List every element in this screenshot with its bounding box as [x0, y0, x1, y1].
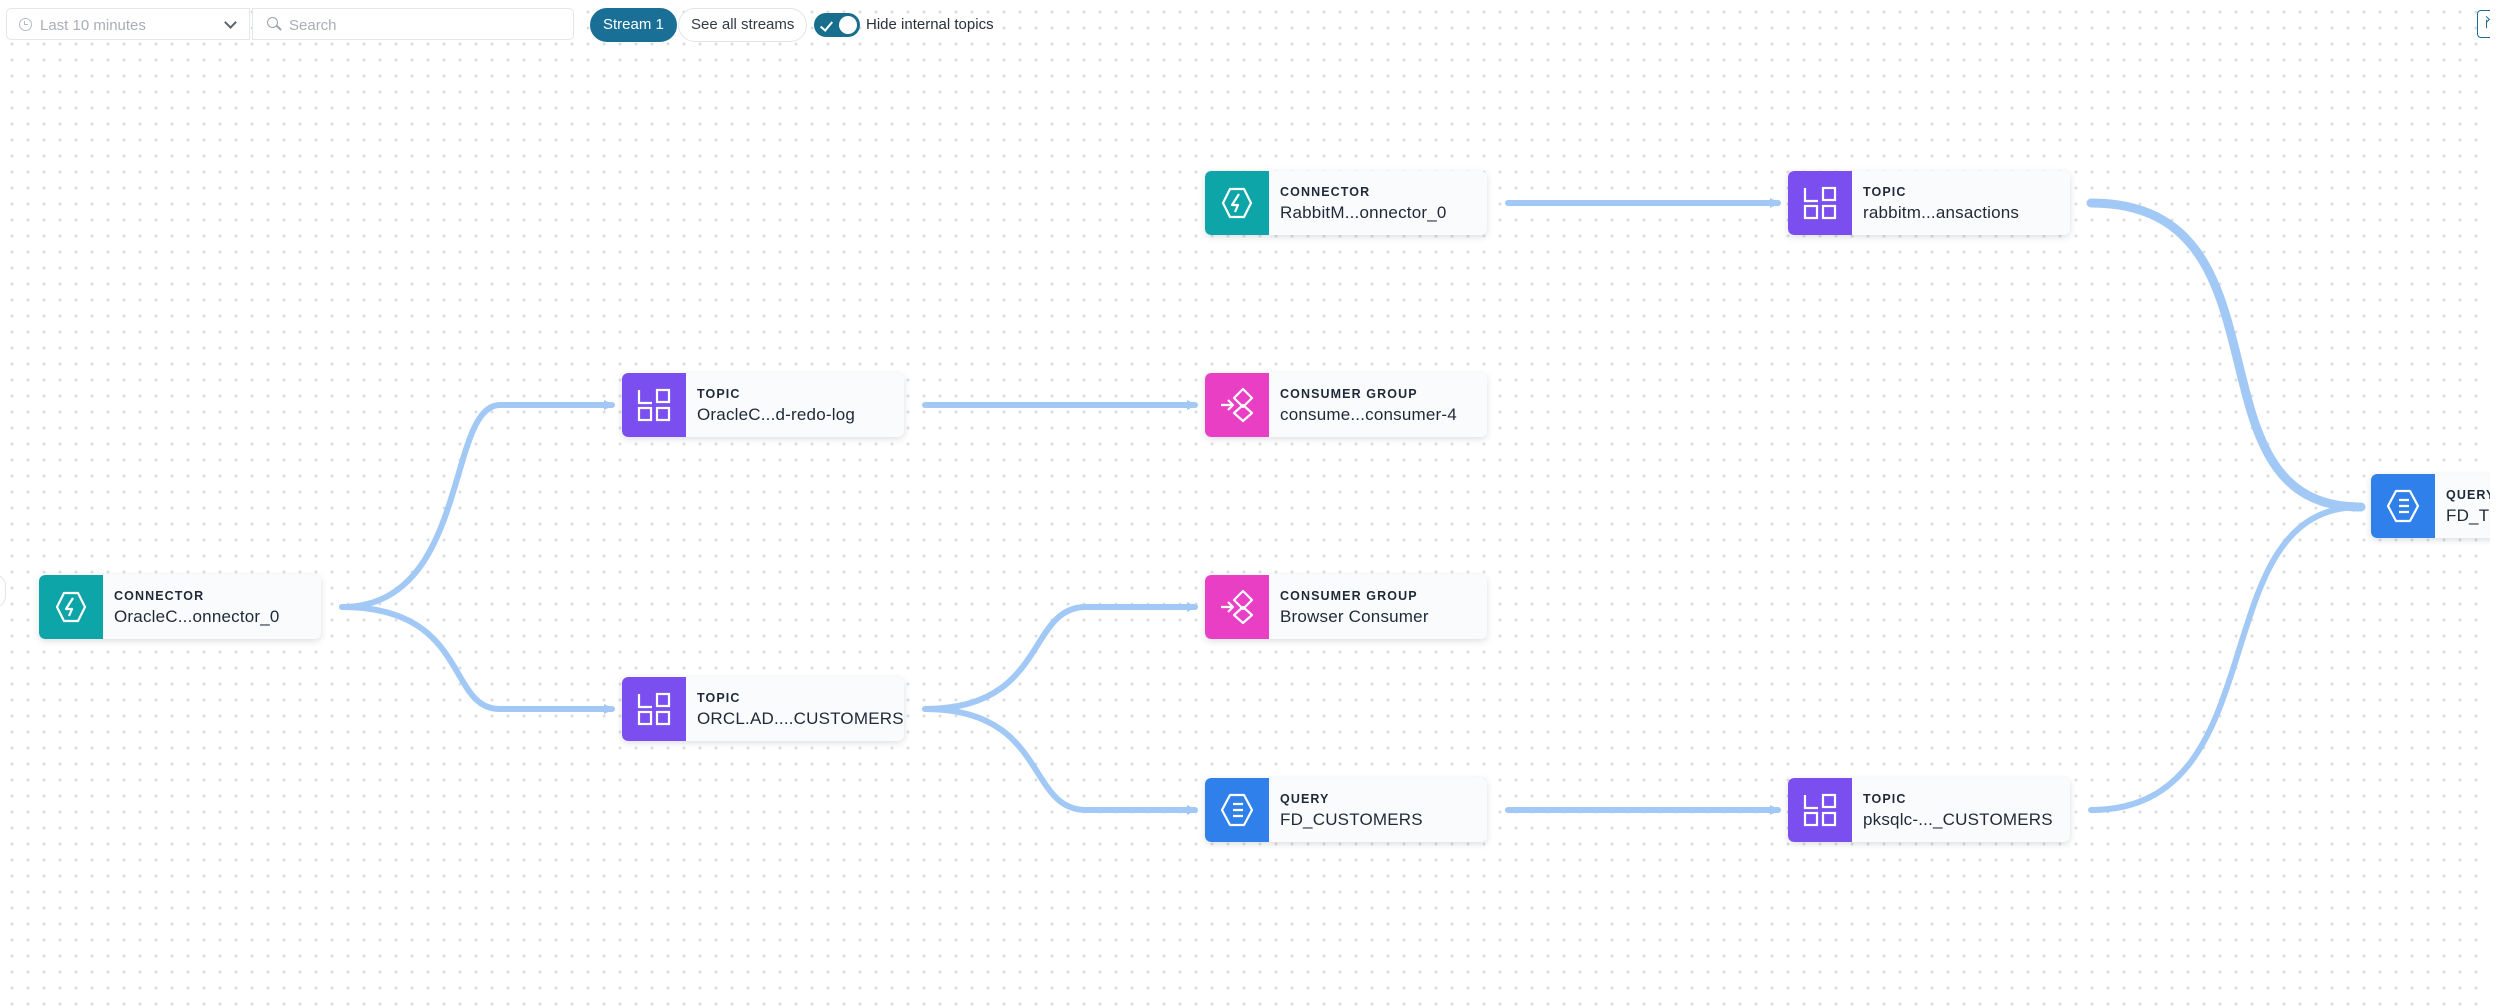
hide-internal-topics-toggle[interactable] [814, 13, 860, 37]
toolbar: Last 10 minutes Stream 1 See all streams… [0, 0, 2490, 50]
topic-icon [622, 373, 686, 437]
node-name: FD_TI [2446, 506, 2490, 525]
node-oracle-connector[interactable]: CONNECTOR OracleC...onnector_0 [39, 575, 321, 639]
node-type-label: TOPIC [697, 691, 741, 705]
node-name: pksqlc-..._CUSTOMERS [1863, 810, 2053, 829]
edge-pksqlc-customers-topic-to-fd-t-query [2088, 502, 2364, 813]
stream-1-button[interactable]: Stream 1 [590, 8, 677, 42]
node-pksqlc-customers-topic[interactable]: TOPIC pksqlc-..._CUSTOMERS [1788, 778, 2070, 842]
node-consumer-4-group[interactable]: CONSUMER GROUP consume...consumer-4 [1205, 373, 1487, 437]
consumer-group-icon [1205, 575, 1269, 639]
node-name: FD_CUSTOMERS [1280, 810, 1423, 829]
node-oracle-redo-topic[interactable]: TOPIC OracleC...d-redo-log [622, 373, 904, 437]
node-type-label: CONSUMER GROUP [1280, 387, 1418, 401]
time-range-select[interactable]: Last 10 minutes [6, 8, 250, 40]
node-name: ORCL.AD....CUSTOMERS [697, 709, 904, 728]
connector-icon [1205, 171, 1269, 235]
node-name: OracleC...d-redo-log [697, 405, 856, 424]
node-rabbitmq-connector[interactable]: CONNECTOR RabbitM...onnector_0 [1205, 171, 1487, 235]
clock-icon [19, 18, 32, 31]
node-browser-consumer-group[interactable]: CONSUMER GROUP Browser Consumer [1205, 575, 1487, 639]
node-type-label: TOPIC [1863, 792, 1907, 806]
node-type-label: CONNECTOR [1280, 185, 1371, 199]
edge-orcl-customers-topic-to-browser-consumer-group [922, 602, 1198, 712]
time-range-value: Last 10 minutes [40, 17, 146, 34]
node-type-label: CONSUMER GROUP [1280, 589, 1418, 603]
node-name: RabbitM...onnector_0 [1280, 203, 1447, 222]
topic-icon [1788, 171, 1852, 235]
edge-oracle-connector-to-oracle-redo-topic [339, 400, 615, 610]
node-name: Browser Consumer [1280, 607, 1429, 626]
connector-icon [39, 575, 103, 639]
check-icon [819, 18, 834, 32]
node-fd-t-query[interactable]: QUERY FD_TI [2371, 474, 2490, 538]
refresh-button[interactable] [2477, 10, 2490, 38]
node-name: rabbitm...ansactions [1863, 203, 2020, 222]
node-type-label: QUERY [2446, 488, 2490, 502]
topic-icon [1788, 778, 1852, 842]
consumer-group-icon [1205, 373, 1269, 437]
search-box [252, 8, 574, 40]
node-type-label: TOPIC [1863, 185, 1907, 199]
query-icon [2371, 474, 2435, 538]
node-type-label: TOPIC [697, 387, 741, 401]
node-fd-customers-query[interactable]: QUERY FD_CUSTOMERS [1205, 778, 1487, 842]
edge-oracle-connector-to-orcl-customers-topic [339, 604, 615, 714]
node-name: consume...consumer-4 [1280, 405, 1457, 424]
topic-icon [622, 677, 686, 741]
hide-internal-topics-label: Hide internal topics [866, 16, 994, 33]
search-input[interactable] [287, 13, 561, 37]
node-type-label: CONNECTOR [114, 589, 205, 603]
edge-orcl-customers-topic-to-fd-customers-query [922, 706, 1198, 815]
chevron-down-icon [224, 16, 237, 29]
node-type-label: QUERY [1280, 792, 1330, 806]
edge-rabbitmq-transactions-topic-to-fd-t-query [2086, 198, 2366, 512]
refresh-icon [2486, 19, 2490, 29]
node-orcl-customers-topic[interactable]: TOPIC ORCL.AD....CUSTOMERS [622, 677, 904, 741]
see-all-streams-button[interactable]: See all streams [678, 8, 808, 42]
toggle-knob [839, 16, 857, 34]
search-icon [267, 17, 278, 28]
node-rabbitmq-transactions-topic[interactable]: TOPIC rabbitm...ansactions [1788, 171, 2070, 235]
query-icon [1205, 778, 1269, 842]
node-name: OracleC...onnector_0 [114, 607, 280, 626]
